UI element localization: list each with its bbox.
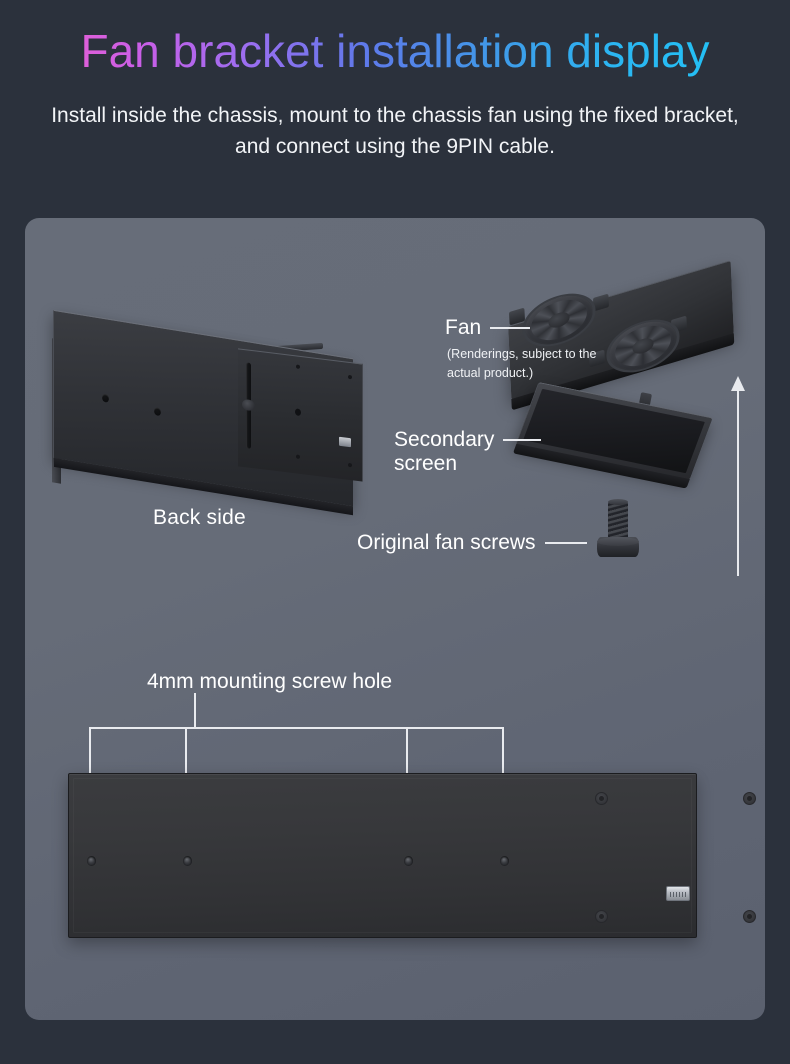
original-screws-label: Original fan screws [357,531,536,554]
fan-callout: Fan [445,316,531,340]
corner-screw [743,910,756,923]
plate-screw [348,374,352,380]
9pin-connector-port [666,886,690,901]
screw-top [608,499,628,505]
bracket-hole [154,407,161,417]
screw-thread [608,501,628,543]
mounting-screw-hole [500,856,509,866]
plate-screw [296,454,300,459]
arrow-head [731,376,745,391]
secondary-screen-illustration [515,381,727,496]
screw-hole-label: 4mm mounting screw hole [147,670,393,693]
bracket-front-view [68,773,756,938]
leader-line [490,327,531,329]
mounting-screw-hole [183,856,192,866]
screen-frame [515,381,713,481]
bracket-mounting-plate [238,348,363,482]
bracket-knob [242,398,255,412]
plate-hole [295,408,301,417]
arrow-up-icon [730,376,746,576]
mounting-screw-hole [87,856,96,866]
original-screws-callout: Original fan screws [357,531,587,555]
plate-screw [296,364,300,369]
corner-screw [595,910,608,923]
arrow-shaft [737,388,739,576]
illustration-panel: Back side Fan (Renderings, subject to th… [25,218,765,1020]
fan-rendering-note: (Renderings, subject to the actual produ… [447,347,597,381]
page-header: Fan bracket installation display Install… [0,0,790,163]
secondary-screen-label: Secondary screen [394,428,494,475]
screw-head [597,537,639,557]
corner-screw [743,792,756,805]
page-subtitle: Install inside the chassis, mount to the… [51,103,739,159]
secondary-screen-label-line2: screen [394,451,458,475]
page-title: Fan bracket installation display [75,25,716,78]
leader-line [544,542,587,544]
plate-screw [348,462,352,468]
corner-screw [595,792,608,805]
plate-connector-port [339,436,351,448]
backside-label: Back side [153,506,246,529]
leader-line [503,439,542,441]
mounting-screw-hole [404,856,413,866]
bracket-hole [102,393,109,403]
secondary-screen-callout: Secondary screen [394,428,542,475]
lower-section: 4mm mounting screw hole [25,618,765,1020]
original-screw-illustration [597,499,643,563]
fan-illustration [493,259,753,406]
secondary-screen-label-line1: Secondary [394,428,495,451]
backside-bracket-illustration [52,309,375,507]
fan-label: Fan [445,316,482,339]
screen-glass [523,388,705,474]
